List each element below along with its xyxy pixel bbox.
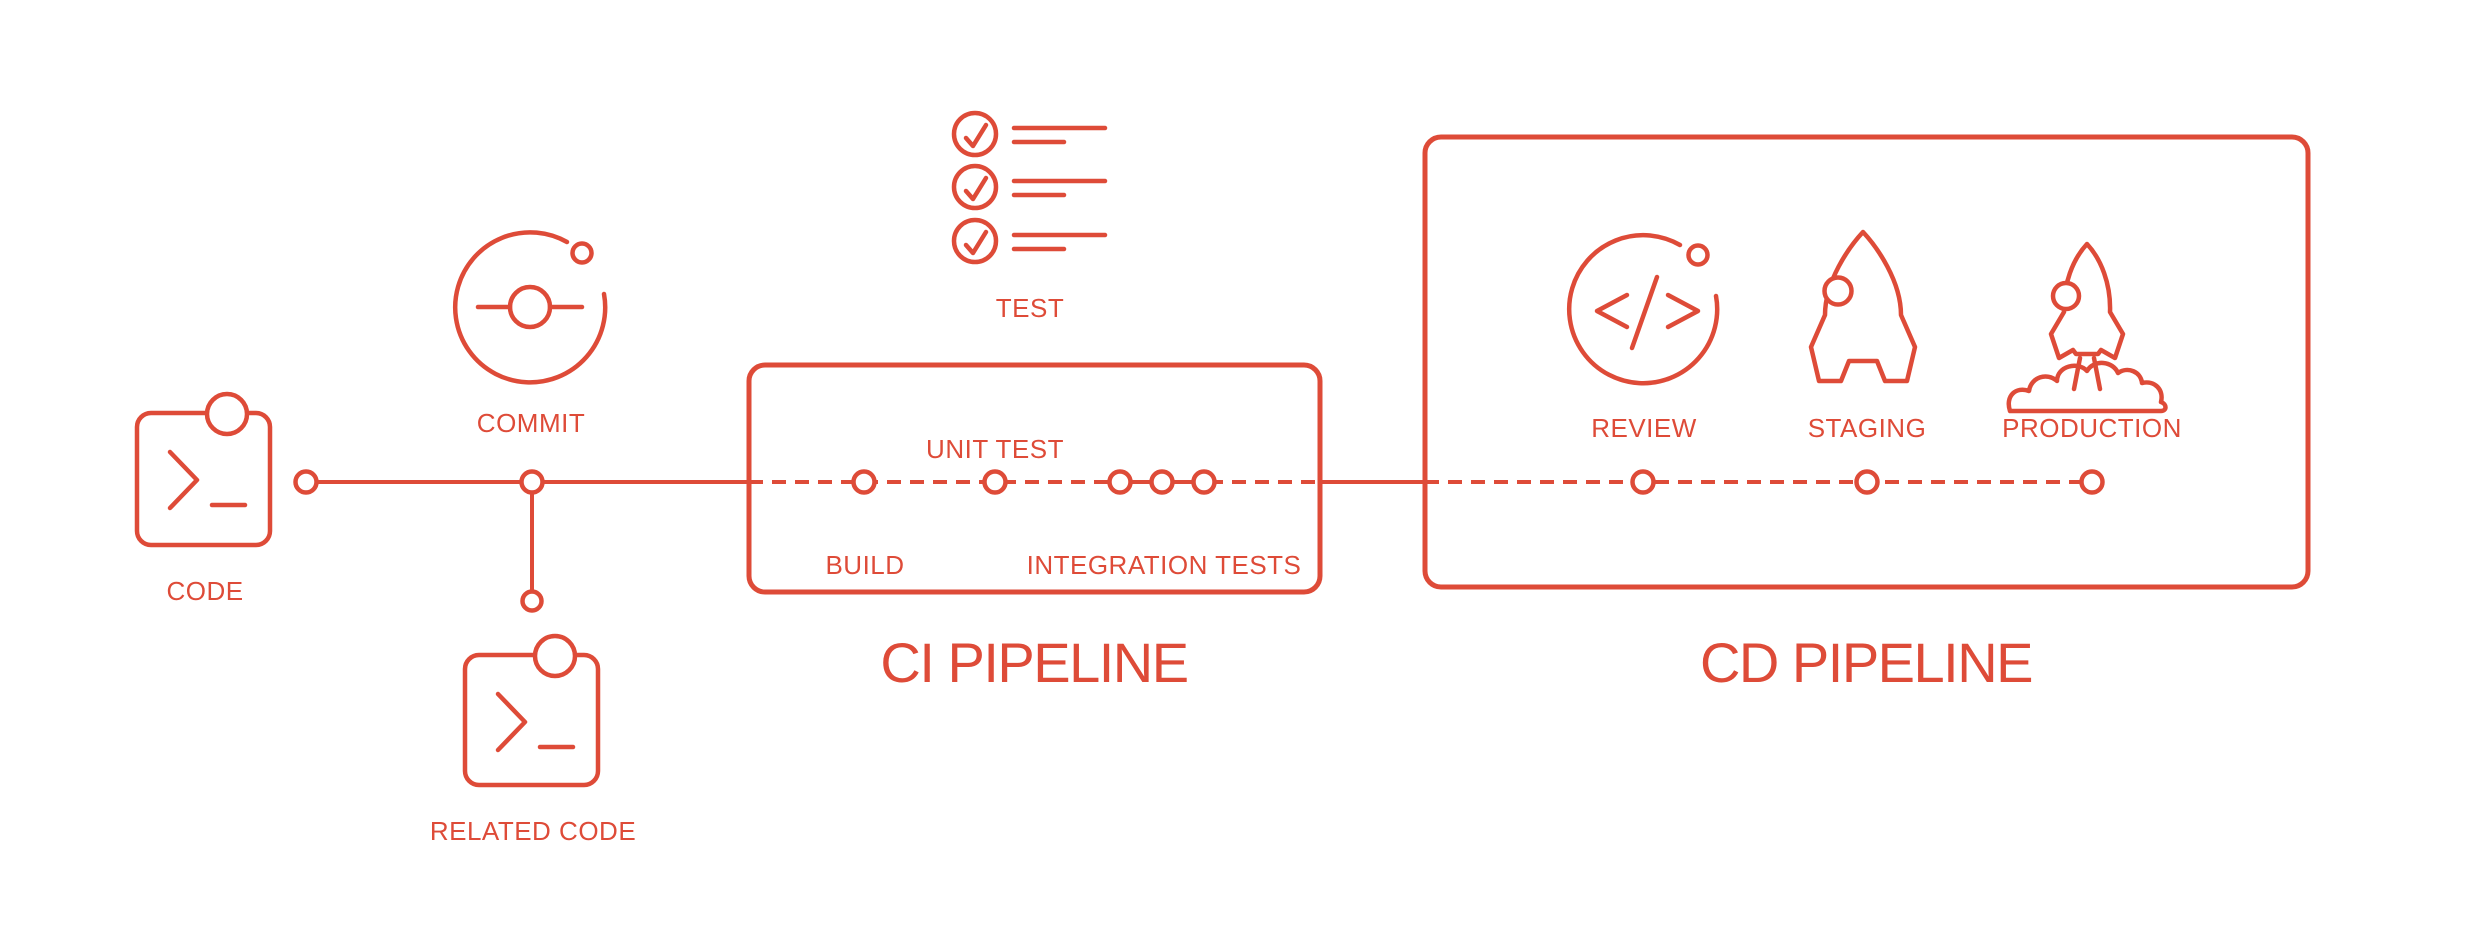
cd-pipeline-title: CD PIPELINE — [1699, 631, 2034, 694]
review-slash — [1629, 274, 1660, 351]
production-rocket-window — [2050, 280, 2082, 312]
related-code-terminal-icon — [462, 633, 601, 788]
related-code-prompt-chevron — [495, 691, 528, 753]
node-code — [293, 469, 319, 495]
node-unit-test — [982, 469, 1008, 495]
commit-satellite-dot — [570, 241, 594, 265]
production-smoke-cloud — [2006, 360, 2168, 414]
label-production: PRODUCTION — [2002, 413, 2182, 443]
staging-rocket-icon — [1808, 229, 1918, 384]
test-check-row-1 — [951, 110, 1108, 158]
related-code-window — [462, 652, 601, 788]
review-code-circle-icon — [1566, 232, 1720, 386]
label-staging: STAGING — [1807, 413, 1927, 443]
checkmark-icon — [963, 122, 989, 149]
checkmark-icon — [963, 175, 989, 202]
code-pin-circle — [204, 391, 250, 437]
code-window — [134, 410, 273, 548]
review-orbit-arc — [1566, 232, 1720, 386]
check-circle-icon — [951, 217, 999, 265]
node-production — [2079, 469, 2105, 495]
label-code: CODE — [166, 576, 244, 606]
ci-pipeline-title: CI PIPELINE — [880, 631, 1189, 694]
commit-orbit-arc — [452, 230, 608, 385]
test-check-row-2 — [951, 163, 1108, 211]
ci-pipeline-box — [746, 362, 1323, 595]
code-prompt-chevron — [167, 449, 200, 511]
label-build: BUILD — [825, 550, 905, 580]
review-satellite-dot — [1686, 243, 1710, 267]
checkmark-icon — [963, 229, 989, 256]
staging-rocket-window — [1822, 275, 1854, 307]
review-open-bracket — [1594, 292, 1630, 330]
production-rocket-body — [2048, 241, 2126, 361]
related-code-pin-circle — [532, 633, 578, 679]
commit-orbit-icon — [452, 230, 608, 385]
node-integration-3 — [1191, 469, 1217, 495]
code-terminal-icon — [134, 391, 273, 548]
label-unit-test: UNIT TEST — [926, 434, 1064, 464]
label-integration-tests: INTEGRATION TESTS — [1026, 550, 1302, 580]
node-related-code — [520, 589, 544, 613]
node-build — [851, 469, 877, 495]
node-commit — [519, 469, 545, 495]
review-close-bracket — [1665, 292, 1701, 330]
staging-rocket-body — [1808, 229, 1918, 384]
test-check-row-3 — [951, 217, 1108, 265]
production-flame-left — [2071, 355, 2083, 392]
test-checklist-icon — [951, 110, 1108, 265]
label-commit: COMMIT — [476, 408, 586, 438]
label-related-code: RELATED CODE — [429, 816, 637, 846]
node-review — [1630, 469, 1656, 495]
commit-center-circle — [507, 284, 553, 330]
node-integration-1 — [1107, 469, 1133, 495]
pipeline-nodes — [293, 469, 2105, 613]
check-circle-icon — [951, 110, 999, 158]
node-integration-2 — [1149, 469, 1175, 495]
label-review: REVIEW — [1591, 413, 1697, 443]
node-staging — [1854, 469, 1880, 495]
label-test: TEST — [995, 293, 1065, 323]
cd-pipeline-box — [1422, 134, 2311, 590]
production-launch-icon — [2006, 241, 2168, 414]
check-circle-icon — [951, 163, 999, 211]
